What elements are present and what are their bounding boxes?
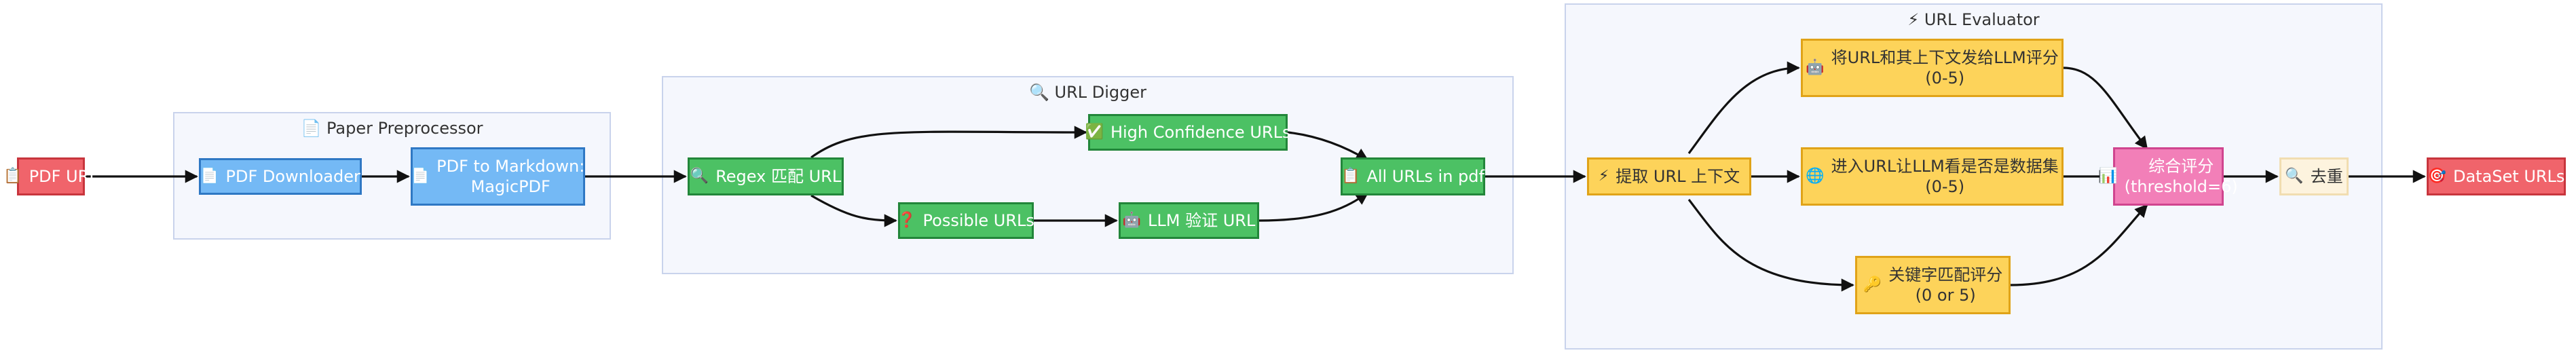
check-icon: ✅ (1085, 124, 1104, 140)
magnifier-icon: 🔍 (1028, 83, 1049, 102)
node-line-1: 将URL和其上下文发给LLM评分 (1831, 48, 2059, 67)
group-title-text: Paper Preprocessor (326, 119, 483, 138)
lightning-icon: ⚡ (1598, 168, 1609, 185)
node-dedup: 🔍 去重 (2279, 157, 2349, 195)
node-line-2: (threshold=6) (2124, 177, 2238, 196)
node-regex-match: 🔍 Regex 匹配 URL (688, 157, 844, 195)
page-icon: 📄 (411, 168, 430, 185)
node-pdf-downloader: 📄 PDF Downloader (199, 158, 362, 195)
group-title: 📄 Paper Preprocessor (174, 119, 610, 138)
node-llm-visit: 🌐 进入URL让LLM看是否是数据集 (0-5) (1801, 147, 2064, 206)
node-line-2: (0-5) (1925, 177, 1965, 196)
node-line-1: 关键字匹配评分 (1888, 265, 2003, 284)
edge-llmscore-overall (2063, 67, 2148, 150)
bar-chart-icon: 📊 (2099, 168, 2118, 185)
question-icon: ❓ (897, 212, 916, 229)
group-title-text: URL Digger (1054, 83, 1147, 102)
node-keyword-score: 🔑 关键字匹配评分 (0 or 5) (1855, 256, 2011, 314)
node-all-urls: 📋 All URLs in pdf (1341, 157, 1485, 195)
clipboard-icon: 📋 (1341, 168, 1360, 185)
edge-context-llmscore (1687, 61, 1800, 154)
edge-keyword-overall (2010, 204, 2148, 286)
node-line-2: (0-5) (1925, 69, 1965, 88)
target-icon: 🎯 (2427, 168, 2446, 185)
node-pdf-url: 📋 PDF URL (3, 157, 98, 195)
edge-regex-possible (810, 194, 897, 227)
lightning-icon: ⚡ (1907, 10, 1920, 29)
group-title: ⚡ URL Evaluator (1566, 10, 2381, 29)
magnifier-icon: 🔍 (690, 168, 709, 185)
node-extract-context: ⚡ 提取 URL 上下文 (1587, 157, 1751, 195)
node-dataset-urls: 🎯 DataSet URLs (2427, 157, 2566, 195)
node-high-confidence-urls: ✅ High Confidence URLs (1085, 114, 1290, 151)
clipboard-icon: 📋 (3, 168, 22, 185)
node-llm-score: 🤖 将URL和其上下文发给LLM评分 (0-5) (1801, 39, 2064, 97)
node-line-1: 综合评分 (2148, 157, 2214, 176)
node-llm-verify: 🤖 LLM 验证 URL (1119, 202, 1259, 239)
page-icon: 📄 (200, 168, 219, 185)
edge-llm-all (1258, 191, 1369, 222)
edge-regex-high (810, 126, 1087, 159)
group-title: 🔍 URL Digger (663, 83, 1512, 102)
edge-context-keyword (1687, 199, 1854, 292)
node-overall-score: 📊 综合评分 (threshold=6) (2099, 147, 2238, 206)
group-title-text: URL Evaluator (1924, 10, 2040, 29)
node-line-1: 进入URL让LLM看是否是数据集 (1831, 157, 2059, 176)
robot-icon: 🤖 (1806, 59, 1825, 76)
magnifier-icon: 🔍 (2285, 168, 2304, 185)
node-pdf-to-markdown: 📄 PDF to Markdown: MagicPDF (411, 147, 585, 206)
edge-high-all (1287, 131, 1369, 162)
robot-icon: 🤖 (1122, 212, 1142, 229)
node-line-2: MagicPDF (470, 177, 550, 196)
node-possible-urls: ❓ Possible URLs (897, 202, 1034, 239)
node-line-1: PDF to Markdown: (436, 157, 585, 176)
node-line-2: (0 or 5) (1915, 286, 1976, 305)
page-icon: 📄 (301, 119, 322, 138)
globe-icon: 🌐 (1806, 168, 1825, 185)
key-icon: 🔑 (1863, 276, 1882, 293)
